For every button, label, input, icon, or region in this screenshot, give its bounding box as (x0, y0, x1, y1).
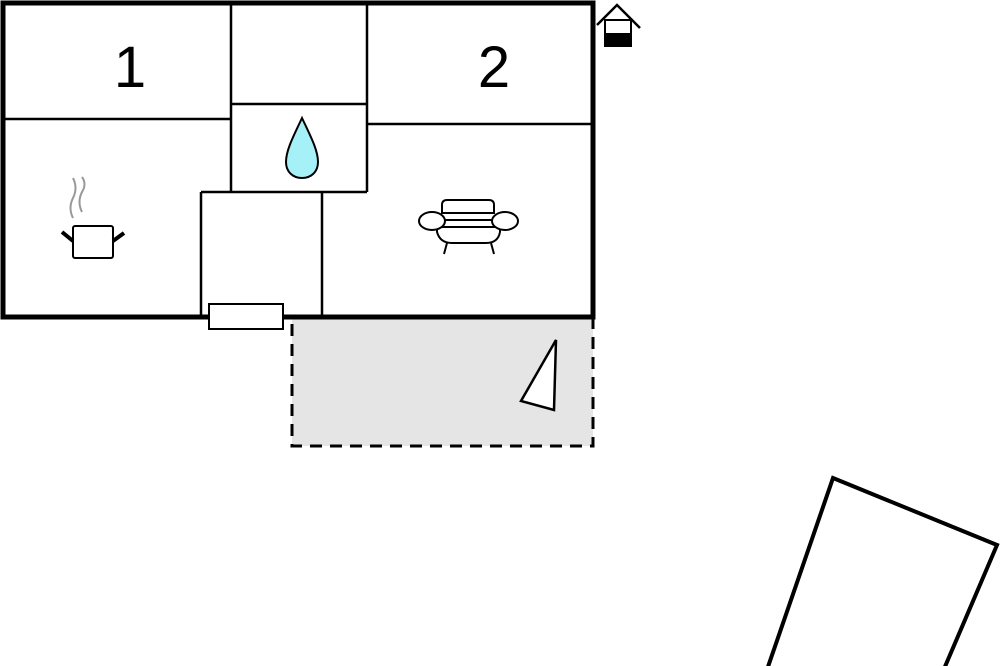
house-outline (0, 0, 596, 320)
sofa-icon (418, 199, 519, 255)
kitchen-pot-icon (60, 176, 126, 259)
house-icon (596, 3, 641, 47)
annex-building (766, 475, 1000, 666)
terrace-triangle-icon (519, 339, 558, 412)
entrance-step (208, 303, 284, 330)
interior-walls (3, 3, 593, 317)
bedroom-2-label: 2 (478, 35, 510, 100)
water-drop-icon (284, 115, 320, 180)
bedroom-1-label: 1 (114, 35, 146, 100)
